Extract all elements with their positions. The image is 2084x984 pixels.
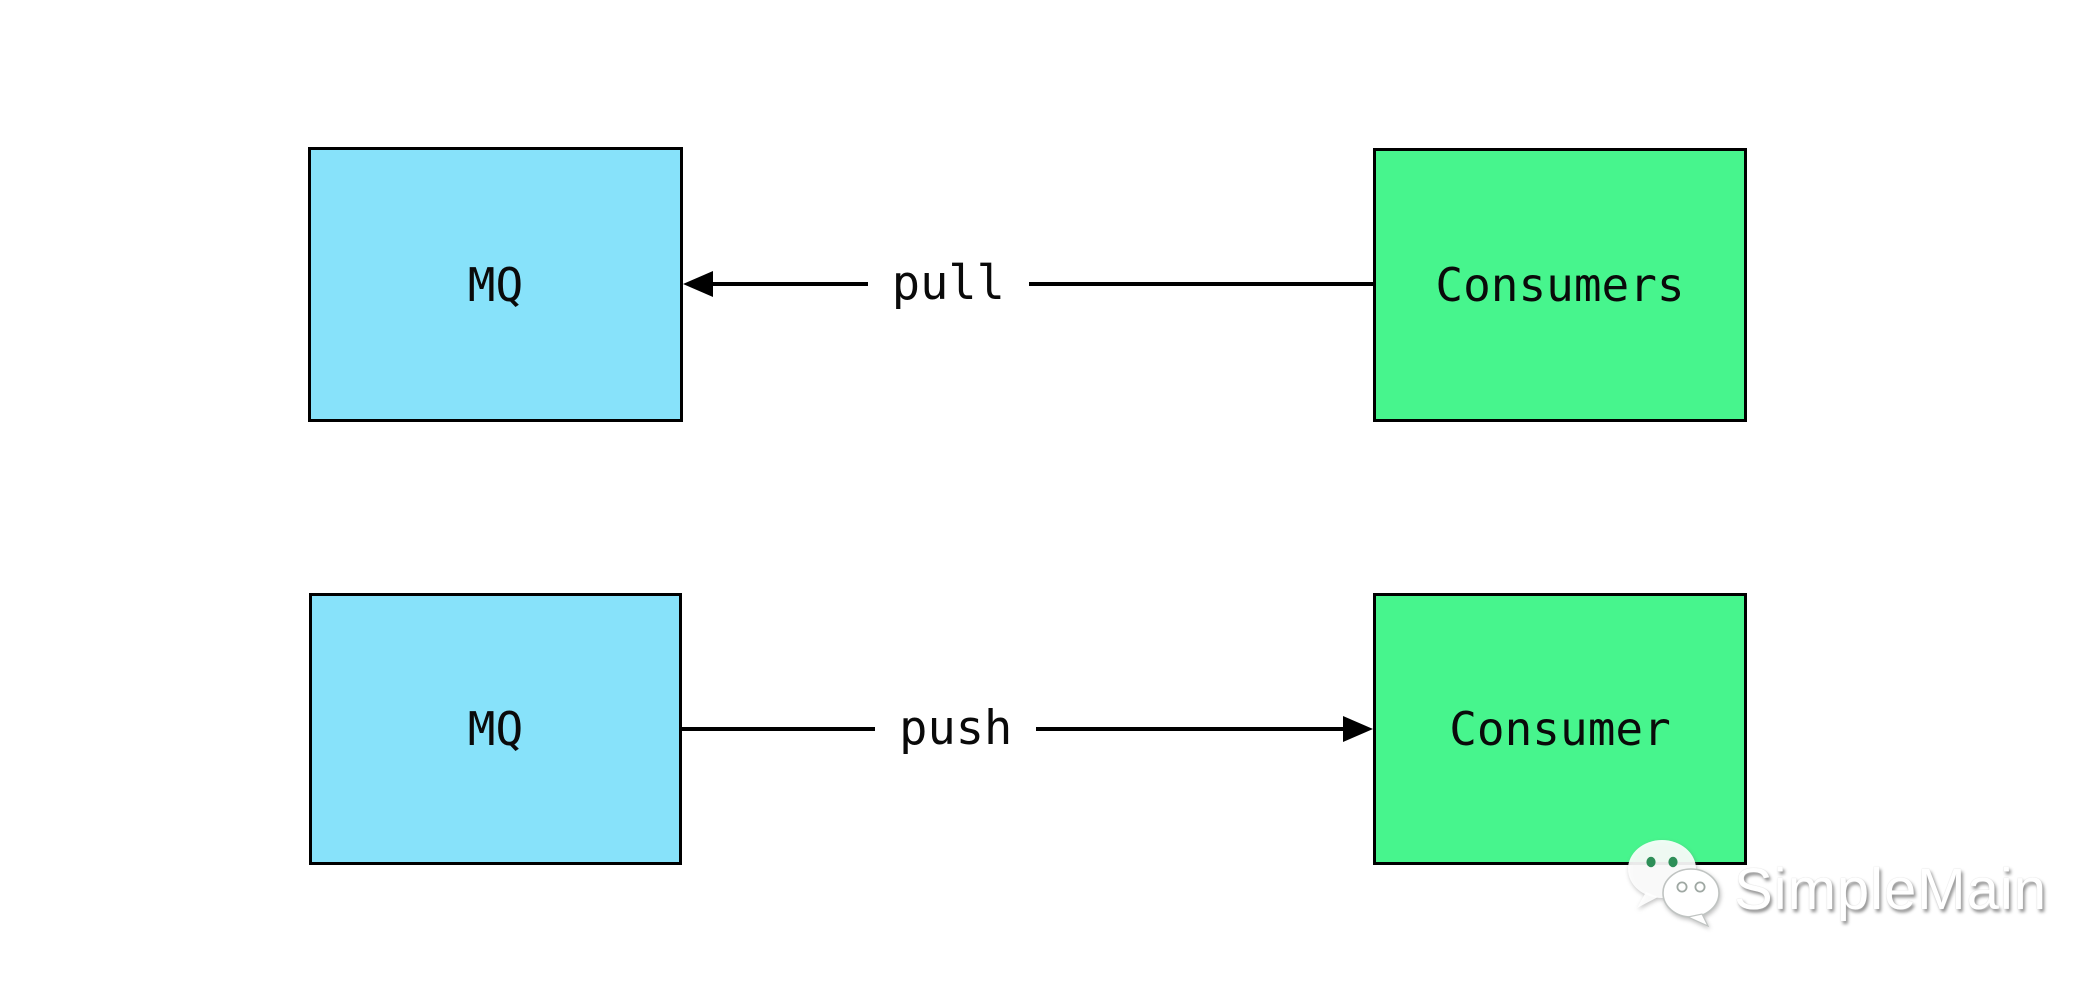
pull-arrow-shaft-left — [713, 282, 868, 286]
pull-arrow-shaft-right — [1028, 282, 1373, 286]
arrowhead-right-icon — [1343, 716, 1373, 742]
mq-box-top: MQ — [308, 147, 683, 422]
watermark-text: SimpleMain — [1734, 857, 2047, 922]
mq-box-bottom-label: MQ — [467, 702, 524, 756]
pull-arrow-label: pull — [891, 256, 1005, 311]
arrowhead-left-icon — [683, 271, 713, 297]
mq-box-top-label: MQ — [467, 257, 524, 312]
push-arrow-label: push — [899, 701, 1013, 756]
consumer-box-label: Consumer — [1449, 702, 1671, 756]
pull-arrow: pull — [683, 254, 1373, 314]
watermark: SimpleMain — [1624, 838, 2047, 930]
consumers-box-label: Consumers — [1435, 258, 1685, 312]
push-arrow-shaft-right — [1036, 727, 1343, 731]
consumers-box: Consumers — [1373, 148, 1747, 422]
wechat-icon — [1628, 840, 1720, 928]
consumer-box: Consumer — [1373, 593, 1747, 865]
mq-box-bottom: MQ — [309, 593, 682, 865]
push-arrow-shaft-left — [682, 727, 876, 731]
push-arrow: push — [682, 699, 1373, 759]
